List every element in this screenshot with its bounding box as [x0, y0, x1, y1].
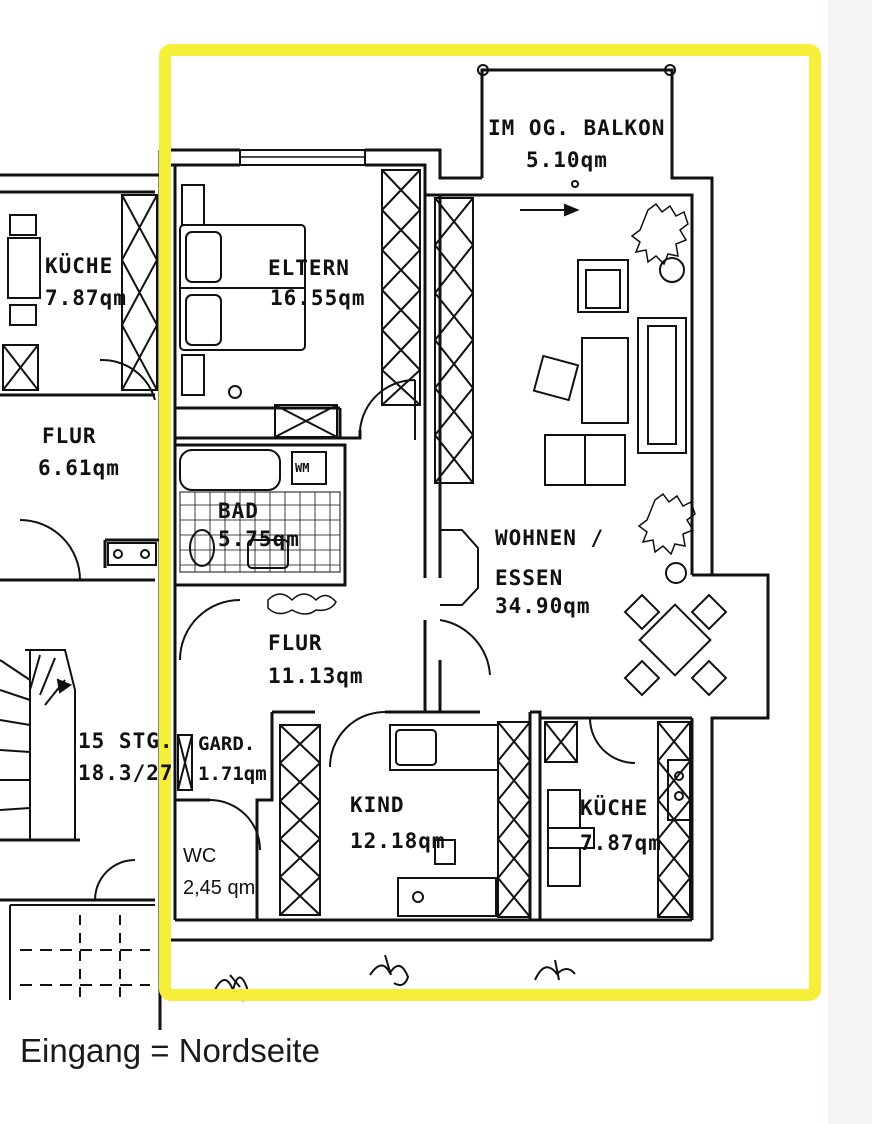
kueche-name: KÜCHE: [580, 795, 648, 820]
wm-label: WM: [295, 461, 309, 475]
wohnen-name-1: WOHNEN /: [495, 526, 604, 550]
wc-area: 2,45 qm: [183, 877, 255, 899]
neighbor-flur-name: FLUR: [42, 424, 97, 448]
flur-name: FLUR: [268, 631, 323, 655]
stairs-label-steps: 15 STG.: [78, 729, 174, 753]
wc-name: WC: [183, 845, 216, 867]
wohnen-area: 34.90qm: [495, 594, 591, 618]
neighbor-flur-area: 6.61qm: [38, 456, 120, 480]
plants: [267, 202, 696, 615]
wohnen-name-2: ESSEN: [495, 566, 563, 590]
entrance-caption: Eingang = Nordseite: [20, 1032, 320, 1069]
page-margin: [828, 0, 872, 1124]
bad-name: BAD: [218, 499, 259, 523]
neighbor-kueche-area: 7.87qm: [45, 286, 127, 310]
gard-name: GARD.: [198, 733, 255, 755]
furniture: [7, 64, 728, 917]
staircase: [0, 649, 155, 1000]
eltern-name: ELTERN: [268, 256, 350, 280]
stairs-label-dims: 18.3/27: [78, 761, 174, 785]
highlight-frame: [159, 44, 821, 1001]
gard-area: 1.71qm: [198, 763, 267, 785]
balkon-area: 5.10qm: [526, 148, 608, 172]
wardrobes: [2, 169, 691, 918]
kind-name: KIND: [350, 793, 405, 817]
flur-area: 11.13qm: [268, 664, 364, 688]
kueche-area: 7.87qm: [580, 831, 662, 855]
eltern-area: 16.55qm: [270, 286, 366, 310]
neighbor-kueche-name: KÜCHE: [45, 253, 113, 278]
kind-area: 12.18qm: [350, 829, 446, 853]
bad-area: 5.75qm: [218, 527, 300, 551]
balkon-name: IM OG. BALKON: [488, 116, 665, 140]
